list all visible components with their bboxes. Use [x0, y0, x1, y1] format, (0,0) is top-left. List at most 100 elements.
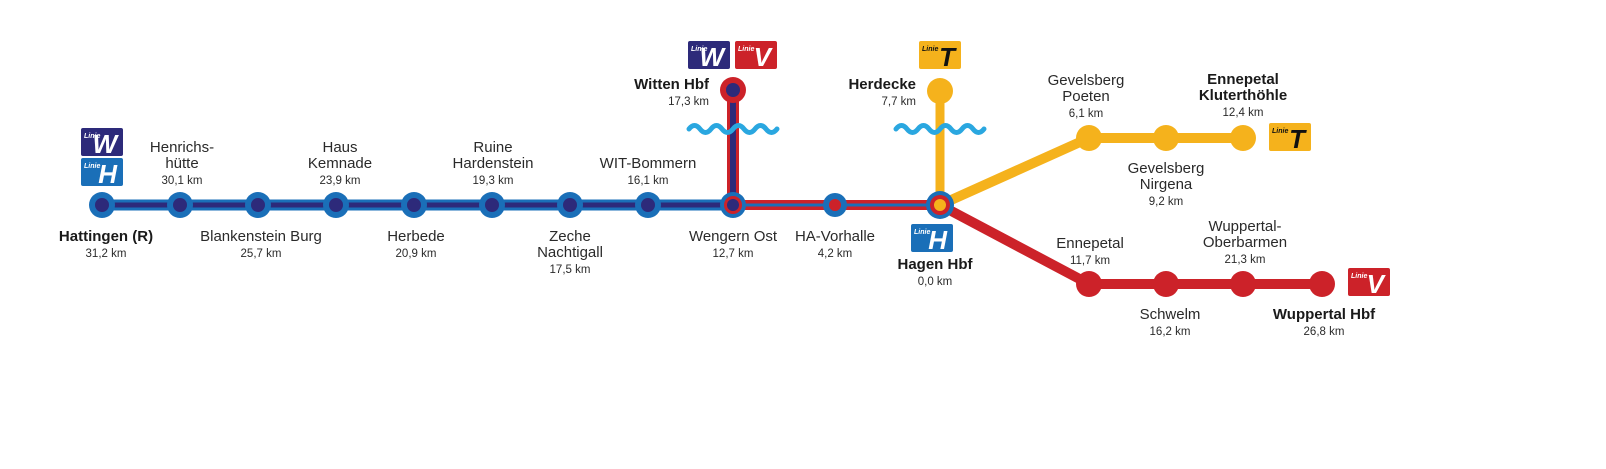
station-label-hagen-hbf: Hagen Hbf 0,0 km — [898, 256, 974, 288]
station-label-wengern-ost: Wengern Ost 12,7 km — [689, 228, 778, 260]
station-name: Blankenstein Burg — [200, 228, 322, 245]
stop-marker-core — [173, 198, 187, 212]
station-labels: Hattingen (R) 31,2 km Henrichs-hütte 30,1 k… — [59, 71, 1376, 338]
stop-marker-core — [407, 198, 421, 212]
stop-marker-core — [563, 198, 577, 212]
stop-marker — [1076, 125, 1102, 151]
station-name: Wengern Ost — [689, 228, 778, 245]
station-distance: 9,2 km — [1149, 196, 1184, 208]
badge-linie-text: Linie — [914, 229, 930, 236]
station-name: Hardenstein — [453, 155, 534, 172]
station-name: Nirgena — [1140, 176, 1193, 193]
station-name: Henrichs- — [150, 139, 214, 156]
badge-letter: T — [939, 42, 957, 72]
station-name: Poeten — [1062, 88, 1110, 105]
station-name: Kemnade — [308, 155, 372, 172]
station-name: Gevelsberg — [1128, 160, 1205, 177]
station-distance: 4,2 km — [818, 248, 853, 260]
station-name: Ennepetal — [1207, 71, 1279, 88]
station-name: Nachtigall — [537, 244, 603, 261]
station-distance: 6,1 km — [1069, 108, 1104, 120]
badge-linie-text: Linie — [1351, 273, 1367, 280]
station-distance: 19,3 km — [473, 175, 514, 187]
stop-marker-core — [485, 198, 499, 212]
station-label-hattingen: Hattingen (R) 31,2 km — [59, 228, 153, 260]
badge-linie-text: Linie — [922, 46, 938, 53]
badge-linie-text: Linie — [738, 46, 754, 53]
station-name: Hattingen (R) — [59, 228, 153, 245]
station-distance: 11,7 km — [1070, 255, 1110, 267]
station-label-henrichshuette: Henrichs-hütte 30,1 km — [150, 139, 214, 187]
badge-letter: T — [1289, 124, 1307, 154]
badge-background — [81, 128, 123, 156]
stop-marker-core — [251, 198, 265, 212]
station-distance: 26,8 km — [1304, 326, 1345, 338]
station-distance: 21,3 km — [1225, 254, 1266, 266]
badge-background — [911, 224, 953, 252]
station-name: Hagen Hbf — [898, 256, 974, 273]
station-name: Zeche — [549, 228, 591, 245]
station-stops — [89, 77, 1335, 297]
stop-marker-core — [641, 198, 655, 212]
station-name: Haus — [322, 139, 357, 156]
stop-marker-core — [329, 198, 343, 212]
river-wave-icon — [686, 123, 780, 135]
station-distance: 16,2 km — [1150, 326, 1191, 338]
stop-marker — [1153, 125, 1179, 151]
badge-background — [688, 41, 730, 69]
badge-background — [1348, 268, 1390, 296]
stop-marker-core — [934, 199, 946, 211]
station-name: Herbede — [387, 228, 445, 245]
station-name: Wuppertal- — [1208, 218, 1281, 235]
station-name: hütte — [165, 155, 198, 172]
river-wave-icon — [893, 123, 987, 135]
stop-marker — [1076, 271, 1102, 297]
stop-marker-core — [95, 198, 109, 212]
badge-linie-text: Linie — [691, 46, 707, 53]
stop-marker-core — [727, 199, 739, 211]
station-distance: 12,7 km — [713, 248, 754, 260]
badge-letter: V — [754, 42, 774, 72]
station-distance: 30,1 km — [162, 175, 203, 187]
badge-letter: H — [928, 225, 948, 255]
badge-linie-text: Linie — [84, 163, 100, 170]
station-distance: 17,3 km — [668, 96, 709, 108]
station-label-ennepetal: Ennepetal 11,7 km — [1056, 235, 1124, 267]
station-name: Schwelm — [1140, 306, 1201, 323]
badge-letter: W — [699, 42, 726, 72]
station-distance: 0,0 km — [918, 276, 953, 288]
stop-marker — [1230, 125, 1256, 151]
station-distance: 23,9 km — [320, 175, 361, 187]
station-distance: 17,5 km — [550, 264, 591, 276]
station-distance: 16,1 km — [628, 175, 669, 187]
badge-letter: V — [1367, 269, 1387, 299]
stop-marker — [1153, 271, 1179, 297]
station-distance: 12,4 km — [1223, 107, 1264, 119]
badge-background — [81, 158, 123, 186]
station-name: Ennepetal — [1056, 235, 1124, 252]
station-name: Gevelsberg — [1048, 72, 1125, 89]
station-distance: 31,2 km — [86, 248, 127, 260]
